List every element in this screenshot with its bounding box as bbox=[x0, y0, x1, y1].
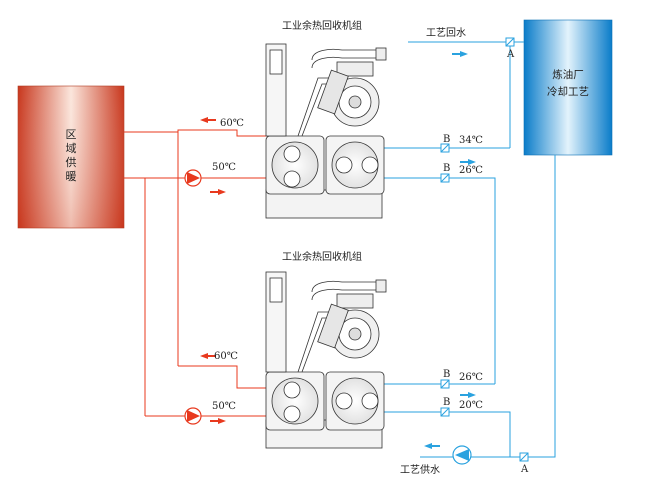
arrow-left-icon bbox=[200, 353, 208, 359]
arrow-right-icon bbox=[218, 189, 226, 195]
process-return-label: 工艺回水 bbox=[426, 27, 466, 39]
lower-cold-in-temp: 26℃ bbox=[459, 372, 483, 383]
cold-flow-arrows bbox=[424, 51, 476, 449]
arrow-right-icon bbox=[460, 51, 468, 57]
valve-b-26-lower bbox=[440, 379, 450, 389]
valve-b-26-upper-label: B bbox=[443, 163, 450, 174]
valve-b-34-label: B bbox=[443, 134, 450, 145]
upper-unit-title: 工业余热回收机组 bbox=[282, 19, 362, 32]
pump-icon bbox=[455, 449, 469, 461]
valve-b-26-lower-label: B bbox=[443, 369, 450, 380]
upper-cold-out-temp: 26℃ bbox=[459, 165, 483, 176]
hot-water-pipes bbox=[124, 129, 268, 417]
refinery-cooling-tank: 炼油厂 冷却工艺 bbox=[523, 19, 613, 156]
arrow-left-icon bbox=[424, 443, 432, 449]
cold-pump bbox=[452, 445, 472, 465]
pump-icon bbox=[187, 172, 200, 184]
process-supply-label: 工艺供水 bbox=[400, 463, 440, 476]
district-heating-tank: 区 域 供 暖 bbox=[17, 85, 125, 229]
valve-b-20-label: B bbox=[443, 397, 450, 408]
lower-cold-out-temp: 20℃ bbox=[459, 400, 483, 411]
district-heating-label-char-4: 暖 bbox=[66, 170, 77, 183]
hot-flow-arrows bbox=[200, 117, 226, 424]
district-heating-label-char-1: 区 bbox=[66, 128, 77, 141]
arrow-left-icon bbox=[200, 117, 208, 123]
valve-a-bottom-label: A bbox=[520, 464, 529, 475]
upper-hot-in-temp: 50℃ bbox=[212, 162, 236, 173]
refinery-label-line1: 炼油厂 bbox=[552, 68, 584, 81]
pump-icon bbox=[187, 410, 200, 422]
lower-hot-in-temp: 50℃ bbox=[212, 401, 236, 412]
lower-hot-out-temp: 60℃ bbox=[214, 351, 238, 362]
valve-b-34 bbox=[440, 143, 450, 153]
lower-unit-title: 工业余热回收机组 bbox=[282, 250, 362, 263]
district-heating-label-char-3: 供 bbox=[66, 155, 77, 169]
arrow-right-icon bbox=[468, 159, 476, 165]
lower-heat-recovery-unit bbox=[265, 271, 387, 449]
valve-b-20 bbox=[440, 407, 450, 417]
refinery-label-line2: 冷却工艺 bbox=[547, 85, 589, 98]
hot-pump-upper bbox=[184, 169, 202, 187]
upper-cold-in-temp: 34℃ bbox=[459, 135, 483, 146]
valve-b-26-upper bbox=[440, 173, 450, 183]
arrow-right-icon bbox=[218, 418, 226, 424]
valve-a-top bbox=[505, 37, 515, 47]
hot-pump-lower bbox=[184, 407, 202, 425]
arrow-right-icon bbox=[468, 392, 476, 398]
valve-a-top-label: A bbox=[506, 49, 515, 60]
upper-heat-recovery-unit bbox=[265, 43, 387, 219]
upper-hot-out-temp: 60℃ bbox=[220, 118, 244, 129]
district-heating-label-char-2: 域 bbox=[66, 142, 77, 155]
valve-a-bottom bbox=[519, 452, 529, 462]
valves bbox=[440, 37, 529, 462]
